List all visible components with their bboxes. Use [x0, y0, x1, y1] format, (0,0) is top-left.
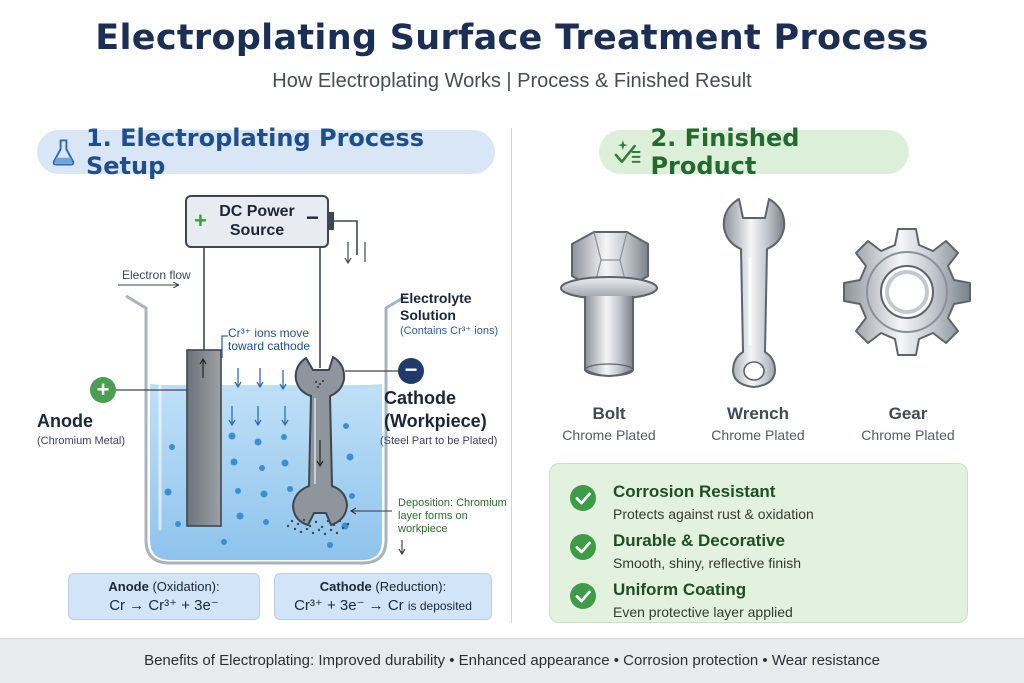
setup-heading: 1. Electroplating Process Setup [37, 124, 495, 180]
cathode-equation-type: (Reduction): [375, 579, 447, 594]
electron-flow-label: Electron flow [122, 268, 191, 282]
footer-benefits: Benefits of Electroplating: Improved dur… [0, 638, 1024, 683]
check-icon [570, 534, 596, 560]
anode-plus-symbol: + [96, 377, 110, 402]
benefit-text: Even protective layer applied [613, 604, 793, 620]
anode-equation-formula: Cr → Cr³⁺ + 3e⁻ [109, 597, 219, 614]
anode-equation-type: (Oxidation): [152, 579, 220, 594]
bolt-name: Bolt [592, 404, 626, 423]
benefit-item: Corrosion Resistant Protects against rus… [550, 474, 969, 524]
benefit-item: Uniform Coating Even protective layer ap… [550, 572, 969, 622]
benefits-panel: Corrosion Resistant Protects against rus… [549, 463, 968, 623]
current-arrows [344, 242, 366, 265]
ion-bubbles [164, 423, 355, 548]
page-title: Electroplating Surface Treatment Process [95, 18, 929, 58]
benefit-title: Corrosion Resistant [613, 482, 776, 501]
check-icon [570, 485, 596, 511]
anode-equation-title: Anode (Oxidation): [69, 579, 259, 594]
cathode-equation-title: Cathode (Reduction): [275, 579, 491, 594]
bolt-finish: Chrome Plated [562, 427, 656, 443]
benefit-title: Uniform Coating [613, 580, 747, 599]
power-minus-sign: − [306, 205, 319, 230]
cathode-sub-label: (Steel Part to be Plated) [380, 435, 498, 447]
electrolyte-label: Electrolyte Solution [400, 290, 472, 323]
cathode-equation-suffix: is deposited [407, 599, 472, 613]
cathode-wrench [292, 356, 348, 526]
gear-name: Gear [888, 404, 928, 423]
dc-power-source [185, 195, 334, 248]
product-heading: 2. Finished Product [599, 124, 909, 180]
cathode-minus-symbol: − [404, 357, 418, 382]
anode-bar [186, 349, 222, 527]
sparkle-check-icon [614, 140, 641, 164]
ions-label: Cr³⁺ ions move toward cathode [228, 326, 311, 353]
deposition-arrow [349, 507, 406, 556]
product-heading-text: 2. Finished Product [650, 124, 800, 180]
check-icon [570, 583, 596, 609]
gear-icon [843, 228, 971, 356]
anode-sub-label: (Chromium Metal) [37, 435, 126, 447]
wrench-product-icon [722, 198, 786, 388]
electrolyte-sub-label: (Contains Cr³⁺ ions) [400, 325, 499, 337]
deposition-particles [286, 518, 350, 536]
benefit-title: Durable & Decorative [613, 531, 785, 550]
dc-power-source-label: DC Power Source [219, 203, 295, 239]
anode-equation-name: Anode [108, 579, 149, 594]
power-plus-sign: + [194, 208, 207, 233]
page-subtitle: How Electroplating Works | Process & Fin… [272, 70, 752, 92]
bolt-icon [560, 231, 658, 377]
wrench-finish: Chrome Plated [711, 427, 805, 443]
cathode-equation-formula-row: Cr³⁺ + 3e⁻ → Cr is deposited [275, 596, 491, 614]
circuit-wires [203, 220, 358, 368]
wrench-name: Wrench [726, 404, 790, 423]
flask-icon [52, 139, 75, 166]
anode-plus-marker [90, 377, 187, 403]
benefit-item: Durable & Decorative Smooth, shiny, refl… [550, 523, 969, 573]
cathode-equation-box: Cathode (Reduction): Cr³⁺ + 3e⁻ → Cr is … [274, 573, 492, 620]
cathode-label: Cathode (Workpiece) [384, 388, 487, 431]
anode-equation-box: Anode (Oxidation): Cr → Cr³⁺ + 3e⁻ [68, 573, 260, 620]
ion-arrows [221, 335, 289, 427]
cathode-equation-name: Cathode [319, 579, 372, 594]
deposition-label: Deposition: Chromium layer forms on work… [398, 497, 507, 535]
benefit-text: Smooth, shiny, reflective finish [613, 555, 802, 571]
gear-finish: Chrome Plated [861, 427, 955, 443]
benefit-text: Protects against rust & oxidation [613, 506, 814, 522]
cathode-equation-formula: Cr³⁺ + 3e⁻ → Cr [294, 597, 404, 614]
section-divider [511, 128, 512, 623]
cathode-minus-marker [345, 358, 424, 384]
anode-label: Anode [37, 411, 93, 431]
setup-heading-text: 1. Electroplating Process Setup [85, 124, 424, 180]
